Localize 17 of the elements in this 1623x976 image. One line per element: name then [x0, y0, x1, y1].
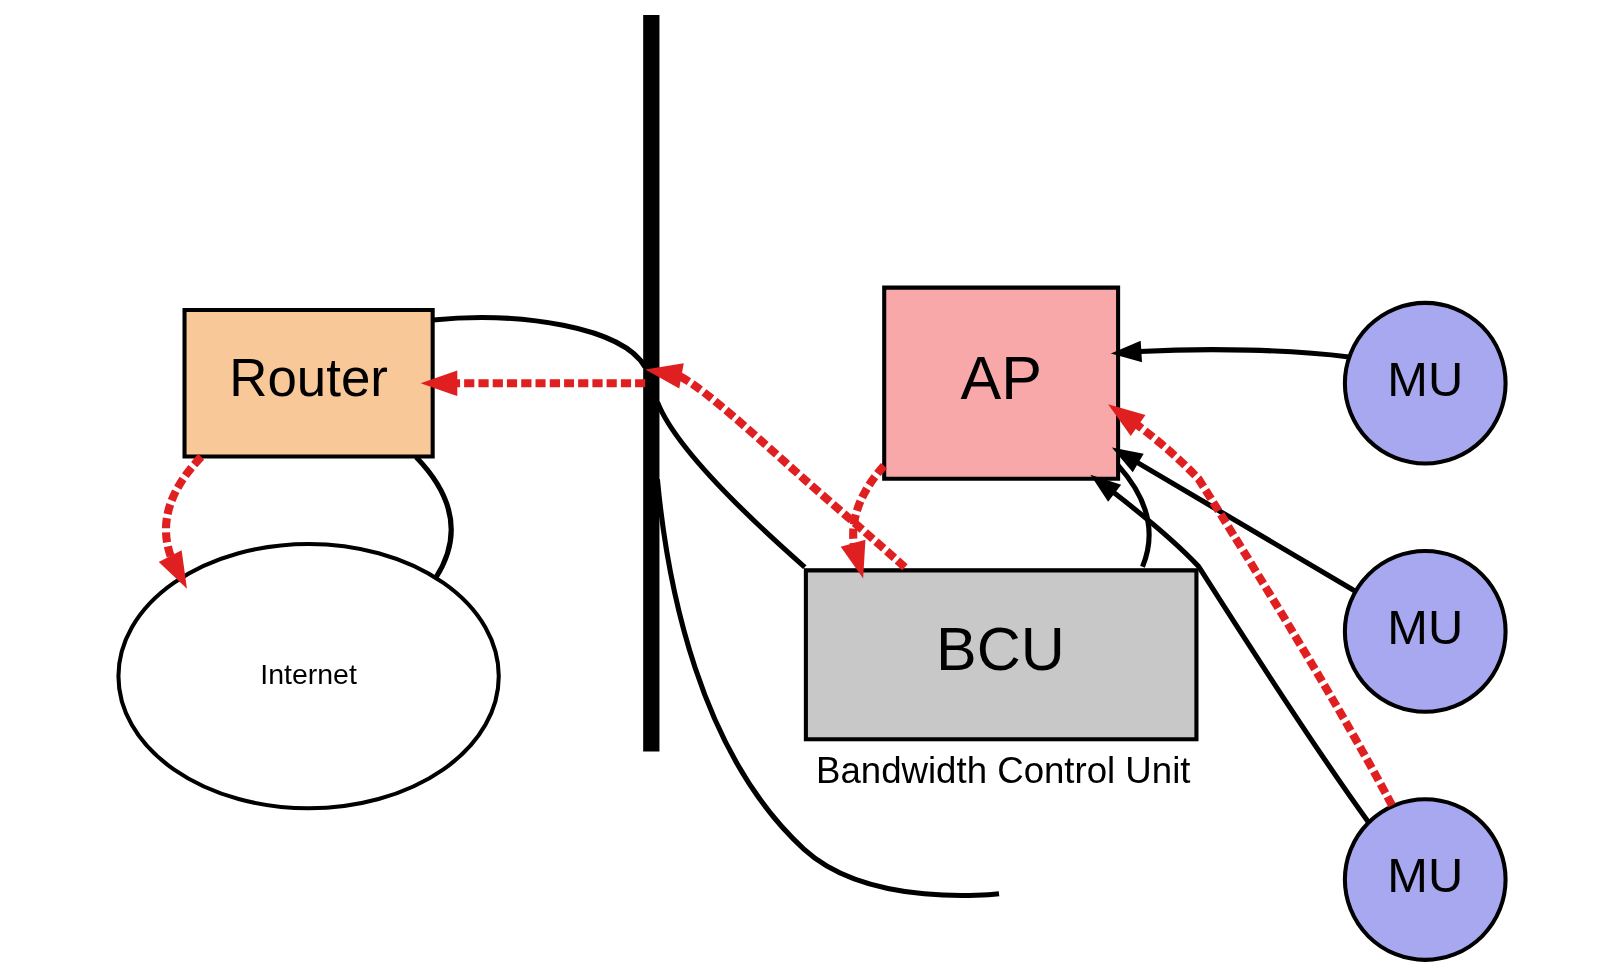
arrow — [1110, 340, 1349, 362]
arrow — [420, 369, 645, 396]
node-label: Bandwidth Control Unit — [815, 749, 1191, 791]
arrow — [840, 462, 887, 579]
arrow — [1089, 474, 1370, 823]
node-circle: MU — [1342, 548, 1508, 714]
arrow — [1111, 446, 1357, 593]
node-ellipse: Internet — [115, 541, 501, 810]
node-box: Router — [182, 307, 435, 458]
connector — [432, 314, 647, 369]
node-bar — [642, 14, 659, 751]
arrow — [1107, 403, 1396, 807]
arrow — [644, 362, 908, 570]
node-circle: MU — [1342, 300, 1508, 466]
node-circle: MU — [1342, 796, 1508, 962]
node-box: AP — [881, 285, 1120, 481]
arrow — [158, 453, 204, 589]
